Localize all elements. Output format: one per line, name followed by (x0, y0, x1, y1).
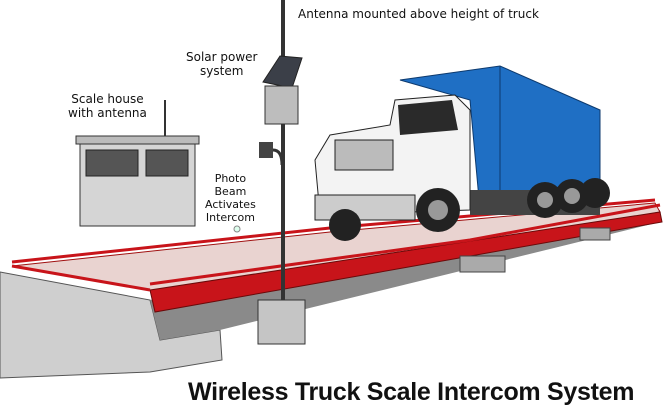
photo-label-line: Activates (205, 198, 256, 211)
house-label-line: with antenna (68, 106, 147, 120)
scale-support (459, 255, 506, 273)
photo-beam-icon (233, 225, 241, 233)
grille (334, 139, 394, 171)
photo-label-line: Intercom (205, 211, 255, 224)
scale-house-label: Scale house with antenna (68, 92, 147, 120)
scale-rail-front (149, 203, 661, 286)
control-box (264, 85, 299, 125)
solar-label-line: system (200, 64, 244, 78)
solar-label-line: Solar power (186, 50, 258, 64)
dump-truck (314, 65, 610, 241)
antenna-pole (233, 0, 306, 345)
scale-house (75, 100, 200, 227)
photo-label-line: Beam (214, 185, 247, 198)
scale-side (149, 211, 663, 313)
photo-beam-label: Photo Beam Activates Intercom (205, 172, 256, 224)
diagram-title: Wireless Truck Scale Intercom System (188, 378, 635, 406)
photo-label-line: Photo (214, 172, 247, 185)
intercom-box (259, 142, 273, 158)
house-label-line: Scale house (71, 92, 144, 106)
solar-label: Solar power system (186, 50, 257, 78)
antenna-label: Antenna mounted above height of truck (298, 7, 539, 21)
solar-panel-icon (262, 55, 303, 89)
